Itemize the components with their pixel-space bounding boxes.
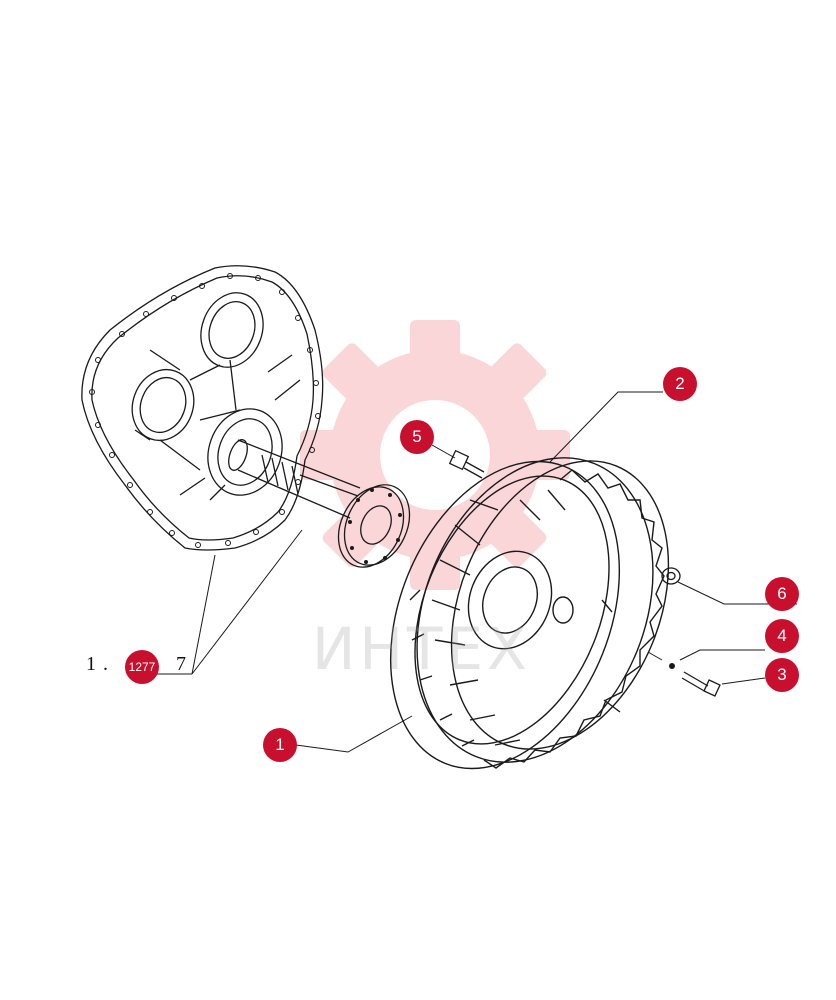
nut-6 <box>661 567 681 585</box>
drive-flange <box>337 484 411 568</box>
final-drive-sprocket <box>389 457 670 770</box>
splined-output-shaft <box>228 439 361 519</box>
callout-5[interactable]: 5 <box>400 420 434 454</box>
callout-2[interactable]: 2 <box>663 367 697 401</box>
gearbox-housing-plate <box>81 265 324 551</box>
callout-3[interactable]: 3 <box>765 658 799 692</box>
callout-6[interactable]: 6 <box>765 577 799 611</box>
watermark-gear-icon <box>300 320 570 590</box>
reference-badge[interactable]: 1277 <box>125 650 159 684</box>
bolt-3 <box>681 671 721 697</box>
watermark-text: ИНТЕХ <box>312 615 531 683</box>
reference-prefix: 1 . <box>86 653 109 675</box>
washer-4 <box>669 663 675 669</box>
callout-4[interactable]: 4 <box>765 619 799 653</box>
callout-1[interactable]: 1 <box>263 728 297 762</box>
reference-suffix: 7 <box>176 653 187 675</box>
